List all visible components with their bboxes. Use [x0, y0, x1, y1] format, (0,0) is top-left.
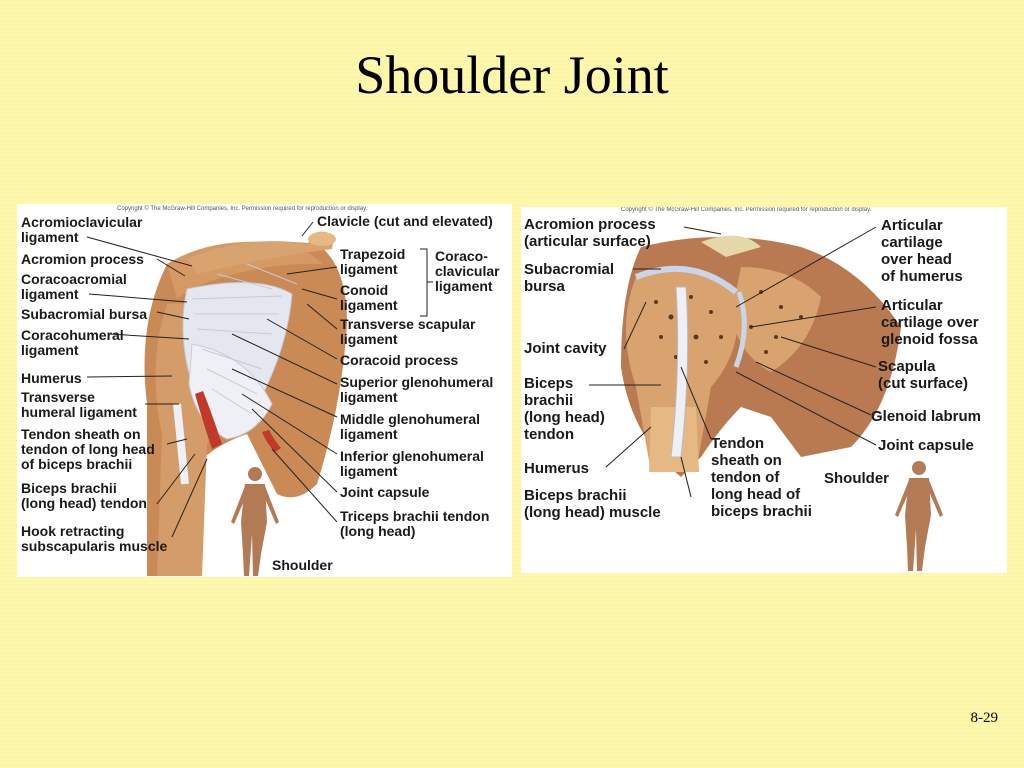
label-glenoid-labrum: Glenoid labrum: [871, 408, 982, 425]
label-articular-cartilage-glenoid: Articular cartilage over glenoid fossa: [881, 297, 979, 348]
clavicle-shape: [187, 231, 333, 274]
page-number: 8-29: [970, 710, 999, 726]
label-articular-cartilage-humerus: Articular cartilage over head of humerus: [881, 217, 963, 285]
caption-shoulder-left: Shoulder: [272, 557, 333, 573]
right-diagram-panel: Copyright © The McGraw-Hill Companies, I…: [521, 207, 1007, 573]
biceps-tendon-shape: [195, 391, 222, 449]
scapula-cut: [731, 267, 821, 372]
anterior-shoulder-illustration: [86, 221, 433, 576]
label-hook-retracting: Hook retracting subscapularis muscle: [21, 523, 168, 554]
label-coracohumeral-ligament: Coracohumeral ligament: [21, 327, 124, 358]
label-trapezoid-ligament: Trapezoid ligament: [340, 246, 406, 277]
label-humerus: Humerus: [21, 370, 82, 386]
label-tendon-sheath: Tendon sheath on tendon of long head of …: [21, 426, 155, 472]
label-joint-cavity: Joint cavity: [524, 340, 607, 357]
acromion-top: [701, 235, 761, 257]
label-conoid-ligament: Conoid ligament: [340, 282, 398, 313]
label-acromioclavicular-ligament: Acromioclavicular ligament: [21, 214, 143, 245]
copyright-notice-right: Copyright © The McGraw-Hill Companies, I…: [621, 207, 872, 213]
label-joint-capsule: Joint capsule: [340, 484, 430, 500]
slide-title: Shoulder Joint: [355, 45, 669, 105]
label-triceps-brachii-tendon: Triceps brachii tendon (long head): [340, 508, 490, 539]
label-acromion-articular: Acromion process (articular surface): [524, 216, 656, 250]
label-scapula-cut-surface: Scapula (cut surface): [878, 358, 969, 392]
left-diagram-panel: Copyright © The McGraw-Hill Companies, I…: [17, 204, 512, 577]
label-subacromial-bursa: Subacromial bursa: [21, 306, 148, 322]
label-coracoclavicular-ligament: Coraco- clavicular ligament: [435, 248, 500, 294]
label-coracoacromial-ligament: Coracoacromial ligament: [21, 271, 127, 302]
label-inferior-glenohumeral-ligament: Inferior glenohumeral ligament: [340, 448, 484, 479]
label-biceps-brachii-tendon-r: Biceps brachii (long head) tendon: [524, 375, 605, 443]
caption-shoulder-right: Shoulder: [824, 470, 890, 487]
label-humerus-r: Humerus: [524, 460, 590, 477]
label-biceps-brachii-muscle: Biceps brachii (long head) muscle: [524, 487, 661, 521]
label-clavicle: Clavicle (cut and elevated): [317, 213, 493, 229]
triceps-tendon-shape: [262, 430, 281, 452]
label-superior-glenohumeral-ligament: Superior glenohumeral ligament: [340, 374, 494, 405]
label-biceps-brachii-tendon: Biceps brachii (long head) tendon: [21, 480, 147, 511]
label-transverse-scapular-ligament: Transverse scapular ligament: [340, 316, 476, 347]
label-middle-glenohumeral-ligament: Middle glenohumeral ligament: [340, 411, 481, 442]
label-coracoid-process: Coracoid process: [340, 352, 459, 368]
label-acromion-process: Acromion process: [21, 251, 144, 267]
clavicle-cut-end: [308, 232, 336, 246]
copyright-notice-left: Copyright © The McGraw-Hill Companies, I…: [117, 206, 368, 212]
coronal-section-illustration: [589, 226, 943, 571]
label-joint-capsule-r: Joint capsule: [878, 437, 974, 454]
human-figure-right: [895, 461, 943, 571]
label-tendon-sheath-r: Tendon sheath on tendon of long head of …: [711, 435, 812, 520]
human-figure-left: [231, 467, 279, 576]
label-subacromial-bursa-r: Subacromial bursa: [524, 261, 615, 295]
label-transverse-humeral-ligament: Transverse humeral ligament: [21, 389, 137, 420]
